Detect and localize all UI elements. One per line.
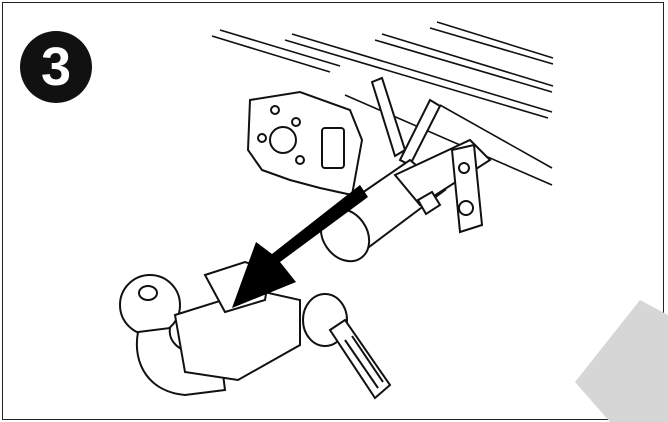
removal-arrow [232,185,368,308]
vehicle-chassis [211,21,554,186]
side-bracket [416,143,484,234]
step-number-badge: 3 [20,31,92,103]
locking-handle [302,293,392,400]
page-shadow [575,300,668,422]
step-number: 3 [40,37,72,97]
mounting-plate [246,90,364,197]
release-levers [370,76,442,167]
